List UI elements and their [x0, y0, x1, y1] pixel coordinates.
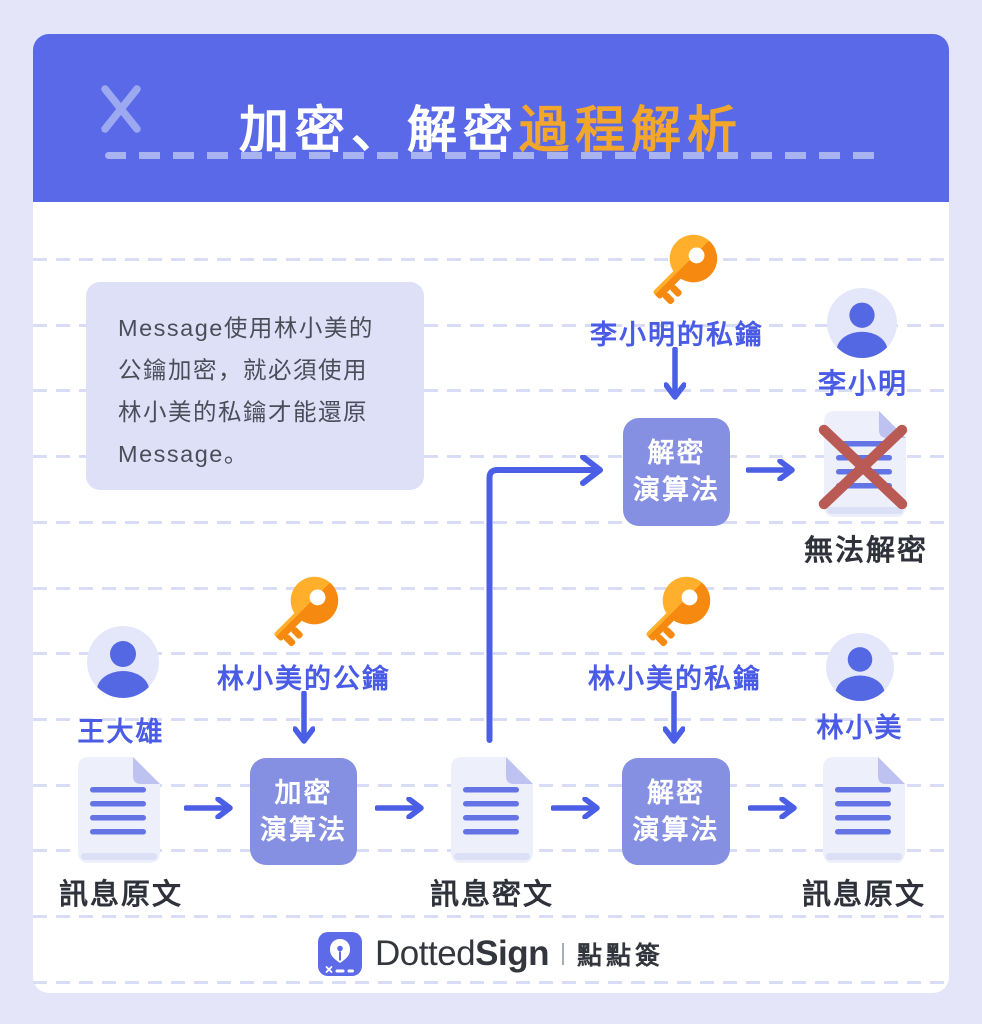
- ruled-line: [33, 915, 949, 918]
- brand-cjk: 點點簽: [576, 942, 664, 970]
- note-box: Message使用林小美的 公鑰加密，就必須使用 林小美的私鑰才能還原 Mess…: [86, 282, 424, 490]
- plaintext-doc-label: 訊息原文: [58, 879, 184, 911]
- note-line: 公鑰加密，就必須使用: [118, 357, 368, 383]
- arrow-down-icon: [293, 691, 315, 747]
- box-label: 加密: [274, 777, 333, 808]
- dottedsign-logo-icon: [318, 932, 363, 976]
- arrow-right-icon: [375, 797, 427, 819]
- arrow-down-icon: [663, 691, 685, 747]
- ruled-line: [33, 455, 949, 458]
- key-label-receiver-private: 林小美的私鑰: [588, 664, 762, 694]
- brand-regular: Dotted: [375, 934, 476, 973]
- key-label-receiver-public: 林小美的公鑰: [217, 664, 391, 694]
- arrow-right-icon: [748, 797, 800, 819]
- box-label: 演算法: [260, 814, 347, 845]
- ruled-line: [33, 258, 949, 261]
- box-label: 演算法: [632, 814, 720, 845]
- note-line: Message。: [118, 441, 249, 467]
- page-title: 加密、解密過程解析: [33, 90, 949, 162]
- ciphertext-doc-label: 訊息密文: [429, 879, 555, 911]
- red-cross-icon: [818, 424, 908, 510]
- arrow-right-icon: [551, 797, 603, 819]
- arrow-right-icon: [184, 797, 236, 819]
- title-main: 加密、解密: [239, 102, 519, 158]
- actor-label-sender: 王大雄: [77, 717, 165, 747]
- note-line: 林小美的私鑰才能還原: [118, 399, 368, 425]
- avatar-receiver: [826, 633, 894, 701]
- document-icon-plaintext: [78, 757, 160, 863]
- brand-separator: [561, 943, 564, 965]
- actor-label-interceptor: 李小明: [817, 368, 909, 399]
- document-icon-decrypted: [823, 757, 905, 863]
- avatar-interceptor: [827, 288, 897, 358]
- key-icon: [639, 227, 725, 313]
- elbow-connector: [486, 455, 603, 743]
- document-icon-ciphertext: [451, 757, 533, 863]
- key-label-interceptor-private: 李小明的私鑰: [590, 320, 764, 350]
- box-label: 演算法: [633, 475, 720, 505]
- brand-footer: DottedSign 點點簽: [0, 932, 982, 976]
- key-icon: [260, 569, 346, 655]
- avatar-sender: [87, 626, 159, 698]
- brand-wordmark: DottedSign: [375, 934, 549, 974]
- arrow-right-icon: [746, 459, 798, 481]
- decrypt-box-bottom: 解密 演算法: [622, 758, 730, 865]
- failed-doc-label: 無法解密: [803, 535, 929, 567]
- encrypt-box: 加密 演算法: [250, 758, 357, 865]
- brand-bold: Sign: [475, 934, 549, 973]
- note-line: Message使用林小美的: [118, 315, 374, 341]
- title-accent: 過程解析: [519, 102, 743, 158]
- close-x-icon: [101, 85, 141, 133]
- ruled-line: [33, 324, 949, 327]
- decrypt-box-top: 解密 演算法: [623, 418, 730, 526]
- ruled-line: [33, 389, 949, 392]
- ruled-line: [33, 981, 949, 984]
- box-label: 解密: [647, 777, 705, 808]
- decrypted-doc-label: 訊息原文: [801, 879, 927, 911]
- header-banner: 加密、解密過程解析: [33, 34, 949, 202]
- arrow-down-icon: [664, 347, 686, 403]
- actor-label-receiver: 林小美: [816, 713, 904, 743]
- key-icon: [632, 569, 718, 655]
- box-label: 解密: [647, 438, 706, 468]
- title-dashed-underline: [105, 152, 877, 159]
